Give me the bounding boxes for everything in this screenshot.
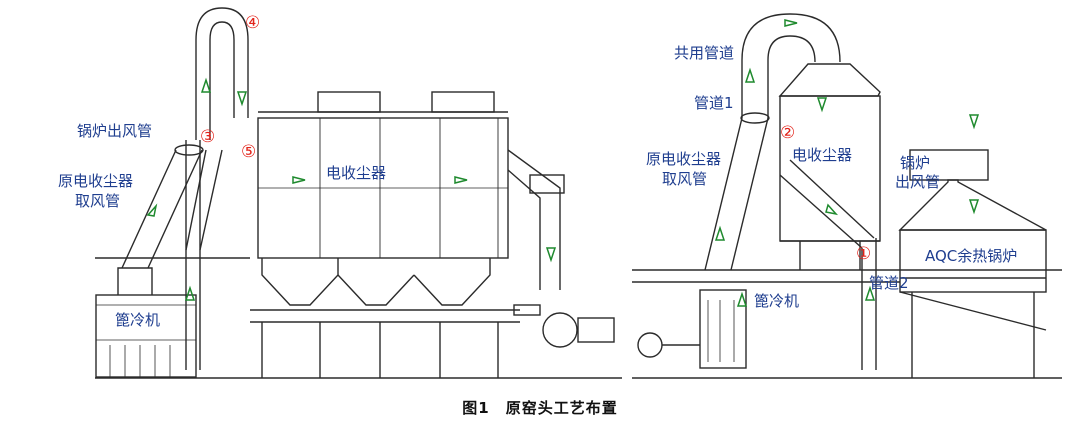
esp-label-right: 电收尘器: [792, 146, 853, 164]
common-duct-label: 共用管道: [674, 44, 735, 62]
duct2-label: 管道2: [869, 274, 909, 292]
marker-2: ②: [780, 123, 796, 143]
aqc-boiler-label: AQC余热锅炉: [925, 247, 1018, 265]
boiler-outlet-duct-label-left: 锅炉出风管: [77, 122, 153, 140]
esp-intake-duct-label-right-1: 原电收尘器: [646, 150, 722, 168]
figure-caption: 图1 原窑头工艺布置: [462, 399, 618, 417]
marker-5: ⑤: [241, 142, 257, 162]
grate-cooler-label-right: 篦冷机: [754, 292, 800, 310]
marker-3: ③: [200, 127, 216, 147]
esp-intake-duct-label-left-1: 原电收尘器: [58, 172, 134, 190]
esp-intake-duct-label-left-2: 取风管: [75, 192, 121, 210]
esp-label-left: 电收尘器: [326, 164, 387, 182]
grate-cooler-label-left: 篦冷机: [115, 311, 161, 329]
boiler-outlet-label-right-2: 出风管: [895, 173, 941, 191]
boiler-outlet-label-right-1: 锅炉: [900, 154, 931, 172]
marker-1: ①: [856, 244, 872, 264]
marker-4: ④: [245, 13, 261, 33]
duct1-label: 管道1: [694, 94, 734, 112]
esp-intake-duct-label-right-2: 取风管: [662, 170, 708, 188]
